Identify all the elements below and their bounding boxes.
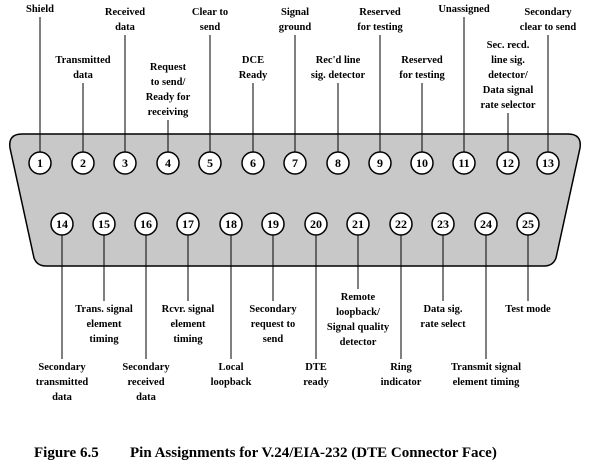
pin-number-4: 4 xyxy=(165,156,171,170)
pin-number-25: 25 xyxy=(522,217,534,231)
pin-number-21: 21 xyxy=(352,217,364,231)
pin-7 xyxy=(283,151,307,175)
pin-number-14: 14 xyxy=(56,217,68,231)
pin-number-23: 23 xyxy=(437,217,449,231)
pin-18 xyxy=(219,212,243,236)
pin-number-19: 19 xyxy=(267,217,279,231)
pin-label-25: Test mode xyxy=(505,304,551,315)
pin-1 xyxy=(28,151,52,175)
pin-3 xyxy=(113,151,137,175)
pin-number-11: 11 xyxy=(458,156,469,170)
pin-label-11: Unassigned xyxy=(438,4,490,15)
pin-number-7: 7 xyxy=(292,156,298,170)
pin-2 xyxy=(71,151,95,175)
pin-4 xyxy=(156,151,180,175)
figure-title: Pin Assignments for V.24/EIA-232 (DTE Co… xyxy=(130,445,497,461)
pin-17 xyxy=(176,212,200,236)
pin-9 xyxy=(368,151,392,175)
pin-19 xyxy=(261,212,285,236)
pin-25 xyxy=(516,212,540,236)
pin-16 xyxy=(134,212,158,236)
pin-label-1: Shield xyxy=(26,4,54,15)
pin-14 xyxy=(50,212,74,236)
pin-number-20: 20 xyxy=(310,217,322,231)
figure-number: Figure 6.5 xyxy=(34,445,99,461)
pin-number-15: 15 xyxy=(98,217,110,231)
pin-number-18: 18 xyxy=(225,217,237,231)
pin-number-17: 17 xyxy=(182,217,194,231)
pin-number-24: 24 xyxy=(480,217,492,231)
pin-11 xyxy=(452,151,476,175)
pin-21 xyxy=(346,212,370,236)
pin-24 xyxy=(474,212,498,236)
pin-number-22: 22 xyxy=(395,217,407,231)
pin-12 xyxy=(496,151,520,175)
pin-number-16: 16 xyxy=(140,217,152,231)
pin-22 xyxy=(389,212,413,236)
pin-13 xyxy=(536,151,560,175)
pin-number-12: 12 xyxy=(502,156,514,170)
pin-number-3: 3 xyxy=(122,156,128,170)
pin-number-10: 10 xyxy=(416,156,428,170)
pin-15 xyxy=(92,212,116,236)
pin-20 xyxy=(304,212,328,236)
pin-8 xyxy=(326,151,350,175)
pin-6 xyxy=(241,151,265,175)
pin-label-23: Data sig.rate select xyxy=(420,304,466,330)
pin-number-13: 13 xyxy=(542,156,554,170)
pin-number-8: 8 xyxy=(335,156,341,170)
pin-number-5: 5 xyxy=(207,156,213,170)
leader-lines xyxy=(39,17,549,359)
pin-number-1: 1 xyxy=(37,156,43,170)
pin-23 xyxy=(431,212,455,236)
pin-5 xyxy=(198,151,222,175)
pin-10 xyxy=(410,151,434,175)
pin-number-6: 6 xyxy=(250,156,256,170)
pin-number-2: 2 xyxy=(80,156,86,170)
pin-number-9: 9 xyxy=(377,156,383,170)
